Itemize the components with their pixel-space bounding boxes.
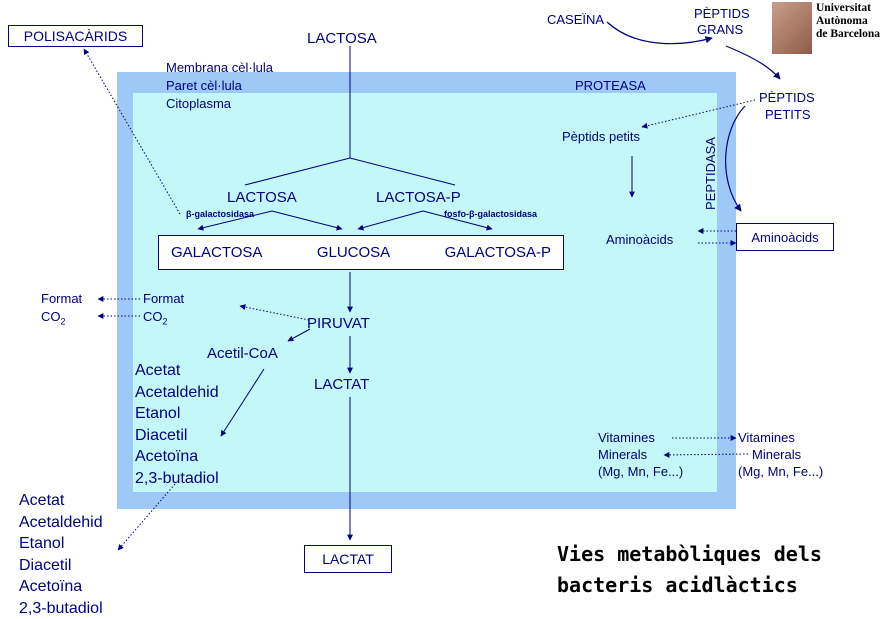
proteasa-label: PROTEASA: [575, 79, 646, 92]
lactosa-p-label: LACTOSA-P: [376, 190, 461, 205]
peptids-petits-label: Pèptids petits: [562, 130, 640, 143]
external-product-etanol: Etanol: [19, 533, 103, 555]
format-external-label: Format: [41, 292, 82, 305]
external-product-acetat: Acetat: [19, 490, 103, 512]
university-logo: Universitat Autònoma de Barcelona: [772, 0, 888, 60]
minerals-internal-label: Minerals: [598, 448, 647, 461]
peptids-petits-line-2: PETITS: [765, 108, 811, 121]
polisacarids-box: POLISACÀRIDS: [8, 25, 143, 47]
lactosa-internal-label: LACTOSA: [227, 190, 297, 205]
lactosa-external-label: LACTOSA: [307, 31, 377, 46]
lactat-internal-label: LACTAT: [314, 377, 369, 392]
external-products-list: Acetat Acetaldehid Etanol Diacetil Aceto…: [19, 490, 103, 619]
sugar-glucosa: GLUCOSA: [317, 244, 390, 261]
internal-product-diacetil: Diacetil: [135, 425, 219, 447]
beta-galactosidasa-text: -galactosidasa: [192, 209, 255, 219]
logo-text-line-2: Autònoma: [816, 15, 880, 28]
sugar-galactosa-p: GALACTOSA-P: [445, 244, 551, 261]
vitamines-internal-label: Vitamines: [598, 431, 655, 444]
lactat-external-box: LACTAT: [304, 545, 392, 573]
aminoacids-external-box: Aminoàcids: [736, 223, 834, 251]
co2-external-subscript: 2: [61, 317, 66, 327]
aminoacids-internal-label: Aminoàcids: [606, 233, 673, 246]
title-line-2: bacteris acidlàctics: [557, 570, 822, 601]
internal-product-etanol: Etanol: [135, 403, 219, 425]
piruvat-label: PIRUVAT: [307, 316, 370, 331]
format-internal-label: Format: [143, 292, 184, 305]
external-product-diacetil: Diacetil: [19, 555, 103, 577]
vitamines-external-label: Vitamines: [738, 431, 795, 444]
logo-emblem: [772, 2, 812, 54]
fosfo-galactosidasa-label: fosfo-β-galactosidasa: [444, 210, 537, 219]
sugar-galactosa: GALACTOSA: [171, 244, 262, 261]
aminoacids-external-label: Aminoàcids: [751, 230, 818, 245]
peptids-grans-line-1: PÈPTIDS: [694, 7, 750, 20]
cell-layer-membrana: Membrana cèl·lula: [166, 61, 273, 74]
peptidasa-label: PEPTIDASA: [703, 126, 721, 210]
internal-product-acetat: Acetat: [135, 360, 219, 382]
co2-internal-base: CO: [143, 309, 163, 324]
cell-layer-citoplasma: Citoplasma: [166, 97, 231, 110]
co2-internal-subscript: 2: [163, 317, 168, 327]
internal-product-butadiol: 2,3-butadiol: [135, 468, 219, 490]
caseina-label: CASEÏNA: [547, 13, 604, 26]
title-line-1: Vies metabòliques dels: [557, 539, 822, 570]
peptids-petits-line-1: PÈPTIDS: [759, 91, 815, 104]
beta-galactosidasa-label: β-galactosidasa: [186, 210, 254, 219]
co2-internal-label: CO2: [143, 310, 168, 327]
minerals-external-label: Minerals: [752, 448, 801, 461]
sugars-box: GALACTOSA GLUCOSA GALACTOSA-P: [158, 235, 564, 270]
co2-external-base: CO: [41, 309, 61, 324]
internal-product-acetoina: Acetoïna: [135, 446, 219, 468]
peptids-grans-line-2: GRANS: [697, 23, 743, 36]
logo-text-line-1: Universitat: [816, 2, 880, 15]
minerals-external-detail: (Mg, Mn, Fe...): [738, 465, 823, 478]
external-product-acetoina: Acetoïna: [19, 576, 103, 598]
external-product-acetaldehid: Acetaldehid: [19, 512, 103, 534]
internal-product-acetaldehid: Acetaldehid: [135, 382, 219, 404]
internal-products-list: Acetat Acetaldehid Etanol Diacetil Aceto…: [135, 360, 219, 489]
minerals-internal-detail: (Mg, Mn, Fe...): [598, 465, 683, 478]
acetil-coa-label: Acetil-CoA: [207, 346, 278, 361]
fosfo-prefix: fosfo-: [444, 209, 469, 219]
co2-external-label: CO2: [41, 310, 66, 327]
diagram-title: Vies metabòliques dels bacteris acidlàct…: [557, 539, 822, 601]
cell-layer-paret: Paret cèl·lula: [166, 79, 242, 92]
external-product-butadiol: 2,3-butadiol: [19, 598, 103, 619]
lactat-external-label: LACTAT: [322, 551, 374, 567]
logo-text-line-3: de Barcelona: [816, 28, 880, 41]
polisacarids-label: POLISACÀRIDS: [24, 28, 127, 44]
fosfo-galactosidasa-text: -galactosidasa: [475, 209, 538, 219]
